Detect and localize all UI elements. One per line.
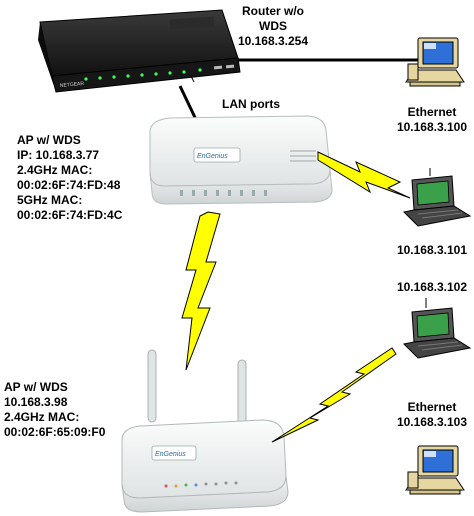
ap-top-mac-24-label: 2.4GHz MAC: — [17, 163, 93, 177]
ap-top-mac-5-label: 5GHz MAC: — [17, 193, 83, 207]
ap-top-vents — [290, 150, 316, 162]
ethernet-bottom-title: Ethernet — [407, 400, 457, 414]
laptop-2-label: 10.168.3.102 — [392, 280, 472, 295]
laptop-2-ip: 10.168.3.102 — [396, 280, 468, 294]
ap-bottom-device — [121, 349, 289, 513]
wireless-link-ap-to-ap — [181, 211, 221, 371]
ap-bottom-ip: 10.168.3.98 — [4, 395, 68, 409]
laptop-icon-1 — [402, 168, 472, 227]
router-label: Router w/o WDS 10.168.3.254 — [236, 4, 310, 49]
desktop-pc-icon-bottom — [405, 445, 465, 495]
ap-bottom-mac: 00:02:6F:65:09:F0 — [4, 425, 106, 439]
ap-bottom-label: AP w/ WDS 10.168.3.98 2.4GHz MAC: 00:02:… — [4, 380, 105, 440]
router-title-line2: WDS — [259, 19, 287, 33]
laptop-icon-2 — [402, 298, 472, 359]
ap-bottom-mac-label: 2.4GHz MAC: — [4, 410, 80, 424]
laptop-1-label: 10.168.3.101 — [392, 243, 472, 258]
ethernet-bottom-label: Ethernet 10.168.3.103 — [392, 400, 472, 430]
ap-bottom-line1: AP w/ WDS — [4, 380, 68, 394]
ap-top-brand: EnGenius — [197, 153, 228, 160]
ap-top-line1: AP w/ WDS — [17, 133, 81, 147]
router-title-line1: Router w/o — [242, 4, 304, 18]
ap-top-ip: IP: 10.168.3.77 — [17, 148, 100, 162]
ap-bottom-leds — [164, 481, 238, 488]
lan-ports-label: LAN ports — [222, 97, 280, 111]
router-leds — [84, 68, 202, 81]
ap-top-mac-24: 00:02:6F:74:FD:48 — [17, 178, 121, 192]
wireless-link-ap-to-laptop1 — [317, 151, 411, 199]
ethernet-top-ip: 10.168.3.100 — [396, 120, 468, 134]
ethernet-top-title: Ethernet — [407, 105, 457, 119]
router-device — [38, 9, 241, 93]
ap-bottom-antenna-right — [237, 359, 247, 425]
ap-top-front-slots — [180, 190, 267, 196]
ap-top-label: AP w/ WDS IP: 10.168.3.77 2.4GHz MAC: 00… — [17, 133, 122, 223]
laptop-1-ip: 10.168.3.101 — [396, 243, 468, 257]
ap-bottom-brand: EnGenius — [155, 451, 186, 458]
desktop-pc-icon-top — [405, 37, 465, 87]
ap-top-device — [149, 115, 333, 205]
wireless-link-ap-to-laptop2 — [271, 347, 397, 443]
ap-top-mac-5: 00:02:6F:74:FD:4C — [17, 208, 123, 222]
router-brand: NETGEAR — [60, 81, 85, 89]
router-ip: 10.168.3.254 — [237, 34, 309, 48]
ethernet-bottom-ip: 10.168.3.103 — [396, 415, 468, 429]
ethernet-top-label: Ethernet 10.168.3.100 — [392, 105, 472, 135]
ap-bottom-antenna-left — [147, 349, 157, 423]
